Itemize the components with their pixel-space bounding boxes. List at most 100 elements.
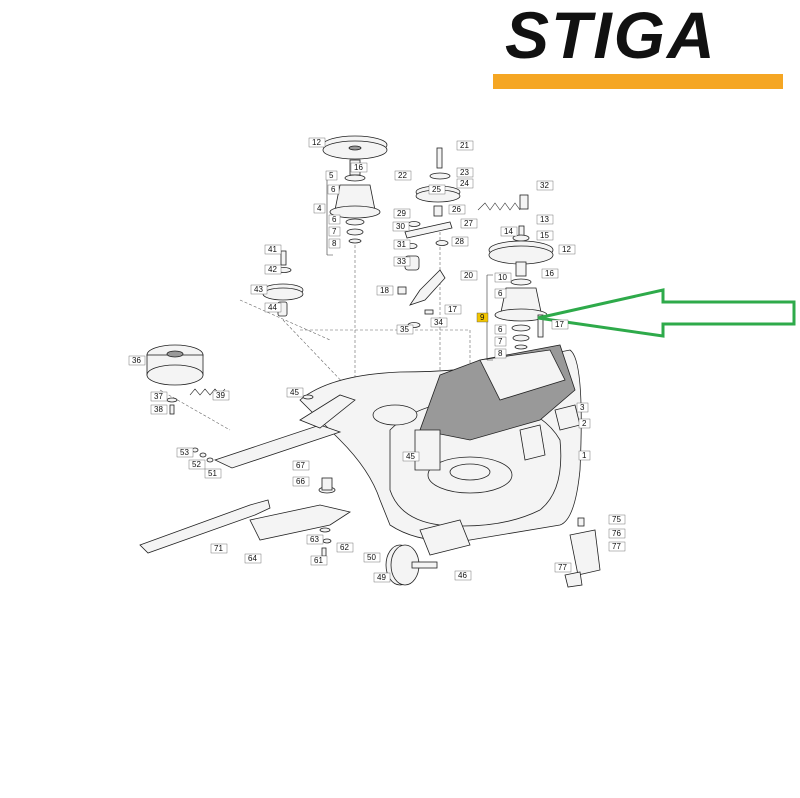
part-label-37: 37: [150, 391, 168, 402]
part-label-6: 6: [494, 324, 507, 335]
part-label-32: 32: [536, 180, 554, 191]
part-label-8: 8: [494, 348, 507, 359]
part-label-35: 35: [396, 324, 414, 335]
logo-text: STIGA: [505, 0, 717, 72]
part-number: 77: [612, 542, 621, 551]
part-number: 16: [545, 269, 554, 278]
part-number: 28: [455, 237, 464, 246]
part-label-6: 6: [494, 288, 507, 299]
part-label-51: 51: [204, 468, 222, 479]
part-label-17: 17: [551, 319, 569, 330]
part-label-12: 12: [308, 137, 326, 148]
part-label-18: 18: [376, 285, 394, 296]
part-label-36: 36: [128, 355, 146, 366]
part-label-33: 33: [393, 256, 411, 267]
part-label-4: 4: [313, 203, 326, 214]
part-label-67: 67: [292, 460, 310, 471]
part-number: 64: [248, 554, 257, 563]
spring: [477, 194, 529, 211]
part-number: 45: [406, 452, 415, 461]
part-number: 63: [310, 535, 319, 544]
part-label-26: 26: [448, 204, 466, 215]
deck-wheel: [385, 519, 471, 586]
part-label-23: 23: [456, 167, 474, 178]
part-label-75: 75: [608, 514, 626, 525]
part-label-53: 53: [176, 447, 194, 458]
part-number: 8: [498, 349, 503, 358]
part-number: 5: [329, 171, 334, 180]
part-number: 77: [558, 563, 567, 572]
part-label-52: 52: [188, 459, 206, 470]
part-number: 18: [380, 286, 389, 295]
part-label-44: 44: [264, 302, 282, 313]
part-label-22: 22: [394, 170, 412, 181]
part-label-13: 13: [536, 214, 554, 225]
part-number: 42: [268, 265, 277, 274]
part-number: 7: [332, 227, 337, 236]
part-label-38: 38: [150, 404, 168, 415]
part-label-1: 1: [578, 450, 591, 461]
lift-arm: [191, 394, 356, 469]
part-number: 20: [464, 271, 473, 280]
part-label-45: 45: [286, 387, 304, 398]
part-number: 50: [367, 553, 376, 562]
part-label-77: 77: [554, 562, 572, 573]
part-label-16: 16: [350, 162, 368, 173]
part-number: 71: [214, 544, 223, 553]
part-number: 2: [582, 419, 587, 428]
part-label-10: 10: [494, 272, 512, 283]
part-number: 25: [432, 185, 441, 194]
part-label-46: 46: [454, 570, 472, 581]
part-number: 31: [397, 240, 406, 249]
part-label-39: 39: [212, 390, 230, 401]
part-label-6: 6: [328, 214, 341, 225]
part-number: 66: [296, 477, 305, 486]
part-number: 35: [400, 325, 409, 334]
part-number: 34: [434, 318, 443, 327]
part-label-27: 27: [460, 218, 478, 229]
part-number: 8: [332, 239, 337, 248]
part-number: 53: [180, 448, 189, 457]
part-number: 6: [332, 215, 337, 224]
part-label-61: 61: [310, 555, 328, 566]
part-label-7: 7: [494, 336, 507, 347]
part-number: 3: [580, 403, 585, 412]
part-label-9: 9: [476, 312, 489, 323]
part-number: 9: [480, 313, 485, 322]
part-label-6: 6: [327, 184, 340, 195]
part-label-62: 62: [336, 542, 354, 553]
part-number: 76: [612, 529, 621, 538]
part-number: 51: [208, 469, 217, 478]
part-label-17: 17: [444, 304, 462, 315]
stiga-logo: STIGA: [493, 0, 783, 89]
left-spindle-assembly: [322, 135, 388, 256]
part-number: 41: [268, 245, 277, 254]
part-label-42: 42: [264, 264, 282, 275]
part-number: 37: [154, 392, 163, 401]
part-number: 75: [612, 515, 621, 524]
blades: [139, 477, 352, 557]
part-number: 32: [540, 181, 549, 190]
pto-clutch: [146, 344, 226, 415]
part-label-64: 64: [244, 553, 262, 564]
part-number: 7: [498, 337, 503, 346]
part-label-28: 28: [451, 236, 469, 247]
part-number: 14: [504, 227, 513, 236]
part-label-5: 5: [325, 170, 338, 181]
part-label-8: 8: [328, 238, 341, 249]
part-number: 13: [540, 215, 549, 224]
side-brackets: [564, 517, 601, 588]
part-number: 6: [498, 289, 503, 298]
part-label-7: 7: [328, 226, 341, 237]
part-number: 17: [555, 320, 564, 329]
part-number: 33: [397, 257, 406, 266]
part-label-63: 63: [306, 534, 324, 545]
part-number: 49: [377, 573, 386, 582]
part-label-24: 24: [456, 178, 474, 189]
part-label-14: 14: [500, 226, 518, 237]
part-number: 16: [354, 163, 363, 172]
part-number: 38: [154, 405, 163, 414]
part-number: 62: [340, 543, 349, 552]
